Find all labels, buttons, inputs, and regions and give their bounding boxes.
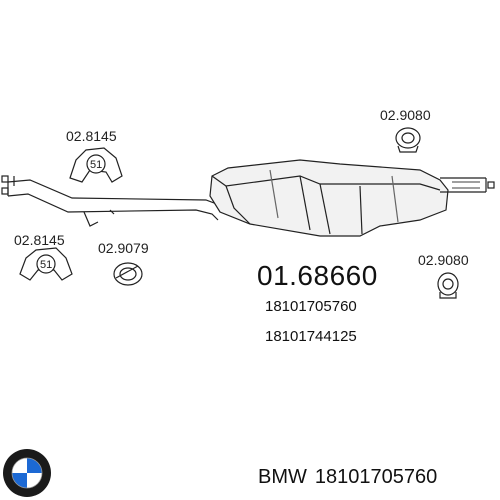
clamp-left-icon: 51 bbox=[19, 247, 73, 281]
clamp-left-size: 51 bbox=[40, 259, 52, 271]
clamp-top-icon: 51 bbox=[69, 147, 123, 183]
ring-middle-icon bbox=[113, 262, 143, 286]
label-clamp-left: 02.8145 bbox=[14, 232, 65, 248]
exhaust-pipe bbox=[1, 175, 227, 227]
clamp-top-size: 51 bbox=[90, 159, 102, 171]
footer-brand: BMW bbox=[258, 466, 307, 488]
label-hanger-right: 02.9080 bbox=[418, 252, 469, 268]
label-ring-middle: 02.9079 bbox=[98, 240, 149, 256]
oem-number-2: 18101744125 bbox=[265, 328, 357, 345]
hanger-top-icon bbox=[395, 127, 421, 153]
footer-number: 18101705760 bbox=[314, 466, 438, 488]
label-hanger-top: 02.9080 bbox=[380, 107, 431, 123]
bmw-logo-icon bbox=[3, 449, 51, 497]
part-number: 01.68660 bbox=[257, 260, 378, 291]
label-clamp-top: 02.8145 bbox=[66, 128, 117, 144]
footer-text: BMW 18101705760 bbox=[258, 466, 445, 489]
muffler bbox=[209, 159, 495, 237]
oem-number-1: 18101705760 bbox=[265, 298, 357, 315]
hanger-right-icon bbox=[437, 272, 459, 299]
